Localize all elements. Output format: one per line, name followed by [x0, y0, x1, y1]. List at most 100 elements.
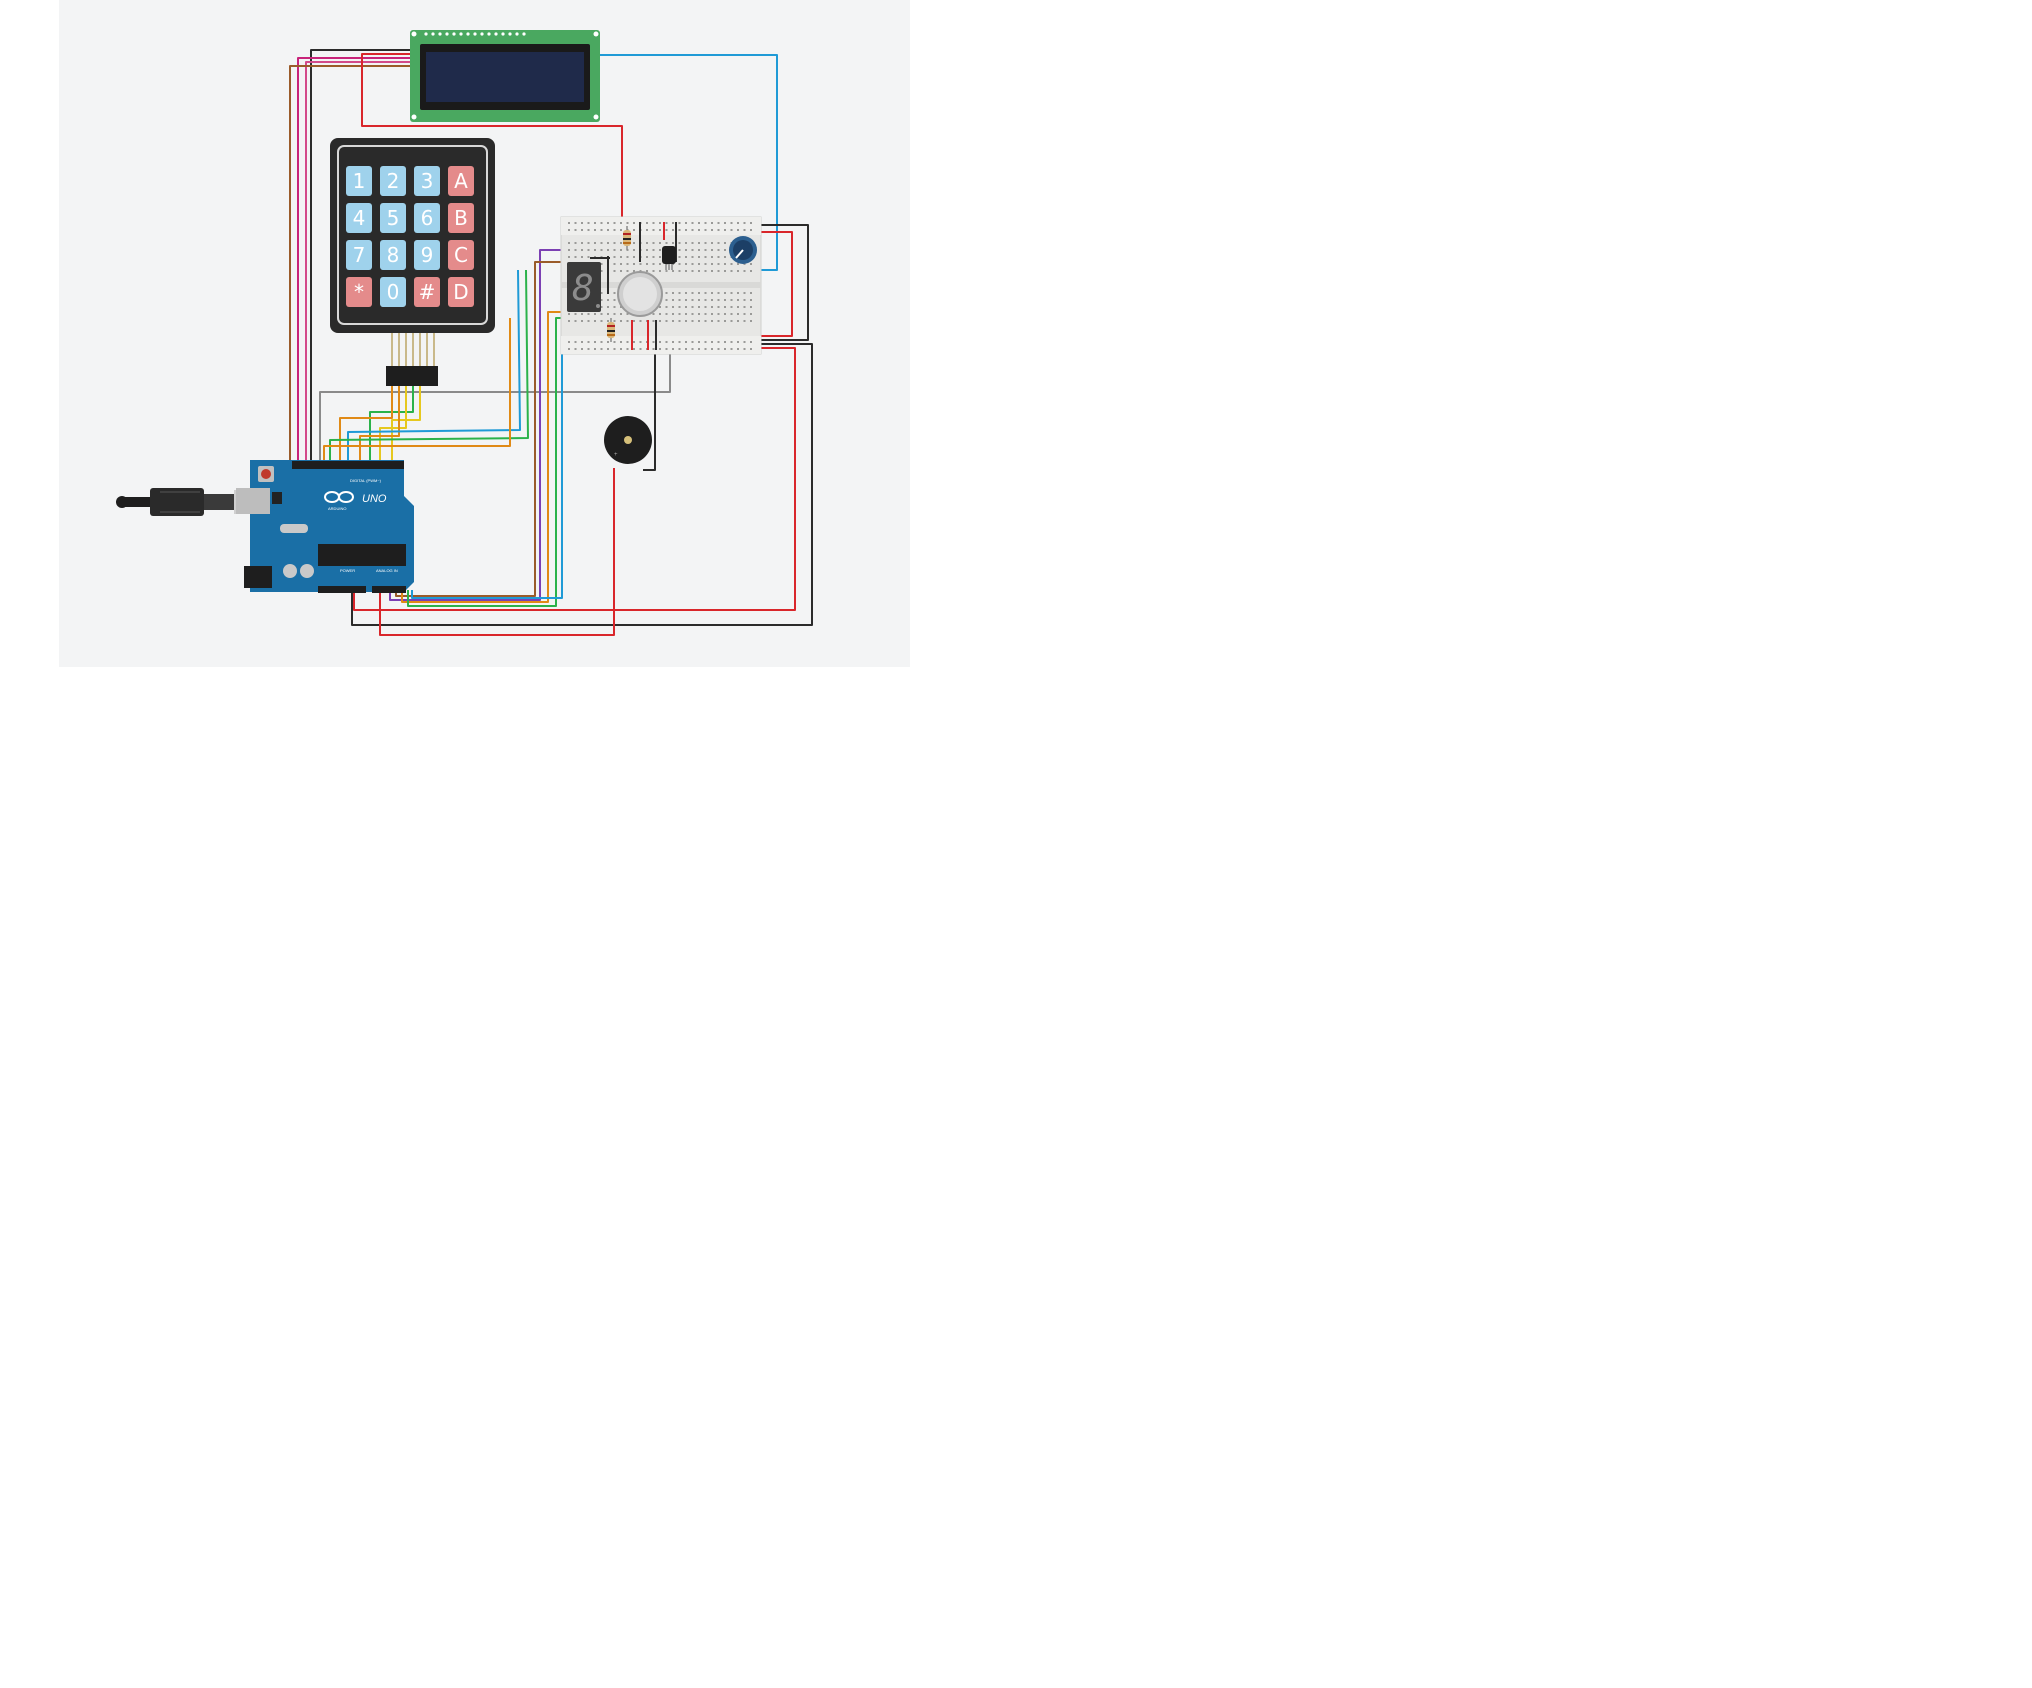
wire-keypad-orange[interactable] [359, 384, 400, 462]
wire-keypad-green2[interactable] [329, 269, 529, 462]
keypad-key[interactable]: 9 [414, 240, 440, 270]
breadboard-hole [737, 348, 739, 350]
breadboard-hole [646, 242, 648, 244]
wire-lcd-magenta[interactable] [297, 57, 412, 462]
breadboard-hole [672, 306, 674, 308]
keypad-key[interactable]: B [448, 203, 474, 233]
breadboard-hole [581, 229, 583, 231]
breadboard-hole [613, 299, 616, 301]
keypad-key[interactable]: 1 [346, 166, 372, 196]
breadboard-hole [594, 348, 596, 350]
wire-seg-orange[interactable] [401, 311, 575, 603]
breadboard-hole [600, 263, 603, 265]
lcd-display[interactable] [410, 30, 600, 122]
wire-gray[interactable] [319, 330, 671, 462]
breadboard-hole [594, 222, 596, 224]
breadboard-hole [620, 263, 622, 265]
breadboard-hole [704, 263, 707, 265]
breadboard-hole [698, 299, 700, 301]
wire-keypad-orange3[interactable] [323, 318, 511, 462]
breadboard-hole [568, 313, 570, 315]
keypad-connector[interactable] [386, 366, 438, 386]
wire-red-long[interactable] [353, 347, 796, 611]
keypad-key-label: 6 [421, 206, 434, 230]
wire-lcd-black[interactable] [310, 49, 412, 462]
wire-buzzer-black[interactable] [643, 340, 656, 471]
breadboard-hole [704, 222, 707, 224]
keypad-key[interactable]: D [448, 277, 474, 307]
breadboard-hole [587, 242, 590, 244]
breadboard-hole [724, 292, 726, 294]
keypad-key[interactable]: 3 [414, 166, 440, 196]
keypad-key[interactable]: A [448, 166, 474, 196]
resistor-top[interactable] [623, 226, 631, 250]
keypad-key-face [414, 277, 440, 307]
keypad-key[interactable]: # [414, 277, 440, 307]
keypad-key[interactable]: 6 [414, 203, 440, 233]
breadboard[interactable]: 8 potentiometer-knob-icon [0, 0, 762, 355]
breadboard-hole [600, 270, 603, 272]
breadboard-hole [600, 341, 603, 343]
wire-lcd-red-top[interactable] [361, 53, 623, 230]
wire-buzzer-red[interactable] [379, 468, 615, 636]
keypad-key-label: 7 [353, 243, 366, 267]
breadboard-hole [574, 229, 577, 231]
wire-rail-red-right[interactable] [752, 231, 793, 337]
breadboard-hole [607, 348, 609, 350]
breadboard-hole [691, 256, 694, 258]
breadboard-hole [737, 341, 739, 343]
breadboard-hole [685, 256, 687, 258]
breadboard-hole [704, 229, 707, 231]
keypad-key[interactable]: * [346, 277, 372, 307]
keypad-key[interactable]: 2 [380, 166, 406, 196]
breadboard-hole [620, 341, 622, 343]
keypad-key-face [380, 277, 406, 307]
breadboard-hole [698, 256, 700, 258]
keypad-key[interactable]: 7 [346, 240, 372, 270]
keypad-key-label: 9 [421, 243, 434, 267]
wire-lcd-blue[interactable] [598, 54, 778, 271]
breadboard-hole [613, 270, 616, 272]
wire-black-long[interactable] [351, 343, 813, 626]
keypad-key[interactable]: 4 [346, 203, 372, 233]
breadboard-hole [613, 242, 616, 244]
breadboard-hole [613, 313, 616, 315]
keypad-key[interactable]: 5 [380, 203, 406, 233]
breadboard-hole [581, 313, 583, 315]
gas-sensor[interactable] [617, 271, 663, 317]
breadboard-hole [743, 348, 746, 350]
breadboard-hole [633, 320, 635, 322]
wire-rail-black-right[interactable] [750, 224, 809, 341]
transistor[interactable] [662, 246, 676, 270]
breadboard-hole [607, 229, 609, 231]
piezo-buzzer[interactable]: + piezo-buzzer-icon [0, 0, 652, 464]
keypad-key[interactable]: 8 [380, 240, 406, 270]
breadboard-hole [678, 222, 681, 224]
arduino-uno[interactable]: UNO ARDUINO DIGITAL (PWM~) POWER ANALOG … [236, 460, 414, 593]
breadboard-hole [633, 222, 635, 224]
potentiometer[interactable]: potentiometer-knob-icon [0, 0, 757, 264]
resistor-bottom[interactable] [607, 318, 615, 342]
power-header [318, 586, 366, 593]
breadboard-hole [620, 242, 622, 244]
breadboard-hole [646, 249, 648, 251]
breadboard-hole [750, 299, 752, 301]
wire-lcd-pink[interactable] [305, 61, 412, 462]
breadboard-hole [724, 263, 726, 265]
breadboard-hole [587, 229, 590, 231]
keypad-key[interactable]: C [448, 240, 474, 270]
seven-segment-display[interactable]: 8 [567, 262, 601, 312]
lcd-screen [426, 52, 584, 102]
wire-seg-brown[interactable] [395, 261, 570, 597]
keypad-key[interactable]: 0 [380, 277, 406, 307]
digital-header-label: DIGITAL (PWM~) [350, 478, 382, 483]
breadboard-hole [587, 256, 590, 258]
breadboard-hole [568, 229, 570, 231]
breadboard-hole [626, 222, 629, 224]
breadboard-hole [620, 256, 622, 258]
breadboard-hole [659, 242, 661, 244]
breadboard-hole [691, 249, 694, 251]
wire-lcd-brown[interactable] [289, 65, 412, 462]
